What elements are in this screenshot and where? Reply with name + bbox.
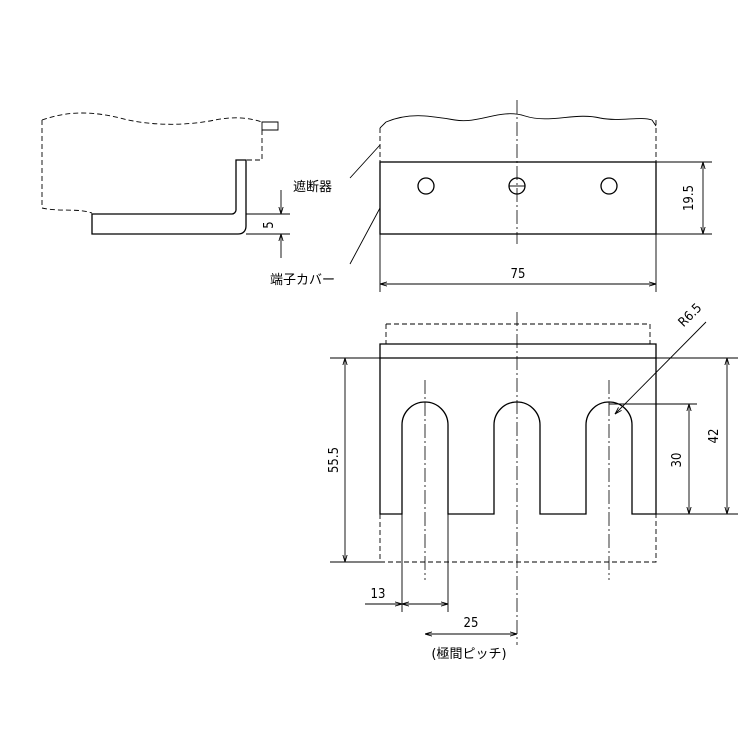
front-view-cover <box>379 161 657 235</box>
hole-left <box>417 177 435 195</box>
side-view-break-line <box>41 112 263 125</box>
side-view-right-dashed <box>246 130 263 161</box>
side-view: 5 <box>41 112 290 258</box>
dim-slot-depth: 30 <box>670 453 685 468</box>
bottom-view-dashed-extension <box>379 514 657 563</box>
hole-right <box>600 177 618 195</box>
bottom-view: R6.5 55.5 42 30 13 25 (極間ピッチ) <box>327 301 738 662</box>
leader-terminal-cover <box>349 207 381 265</box>
dim-width: 75 <box>511 267 526 282</box>
front-view-break-line <box>385 113 653 123</box>
dim-thickness: 5 <box>262 221 277 228</box>
leader-breaker <box>349 144 381 179</box>
dim-slot-width: 13 <box>371 587 386 602</box>
side-view-hook <box>261 121 279 131</box>
radius-leader <box>615 321 707 414</box>
label-breaker: 遮断器 <box>293 179 332 195</box>
side-view-breaker-outline <box>41 120 93 214</box>
label-pole-pitch: (極間ピッチ) <box>431 646 506 662</box>
bottom-view-breaker-outline <box>385 323 651 344</box>
dim-pitch: 25 <box>464 616 479 631</box>
dim-total-height: 55.5 <box>327 447 342 473</box>
side-view-l-bracket <box>91 159 247 235</box>
label-terminal-cover: 端子カバー <box>270 273 335 288</box>
front-view: 19.5 75 遮断器 端子カバー <box>270 100 712 292</box>
dim-height-small: 19.5 <box>682 185 697 211</box>
front-view-breaker-outline <box>379 120 657 162</box>
bottom-view-top-band <box>379 343 657 359</box>
dim-radius: R6.5 <box>676 301 705 330</box>
dim-height-42: 42 <box>707 429 722 444</box>
bottom-view-comb <box>379 358 657 515</box>
